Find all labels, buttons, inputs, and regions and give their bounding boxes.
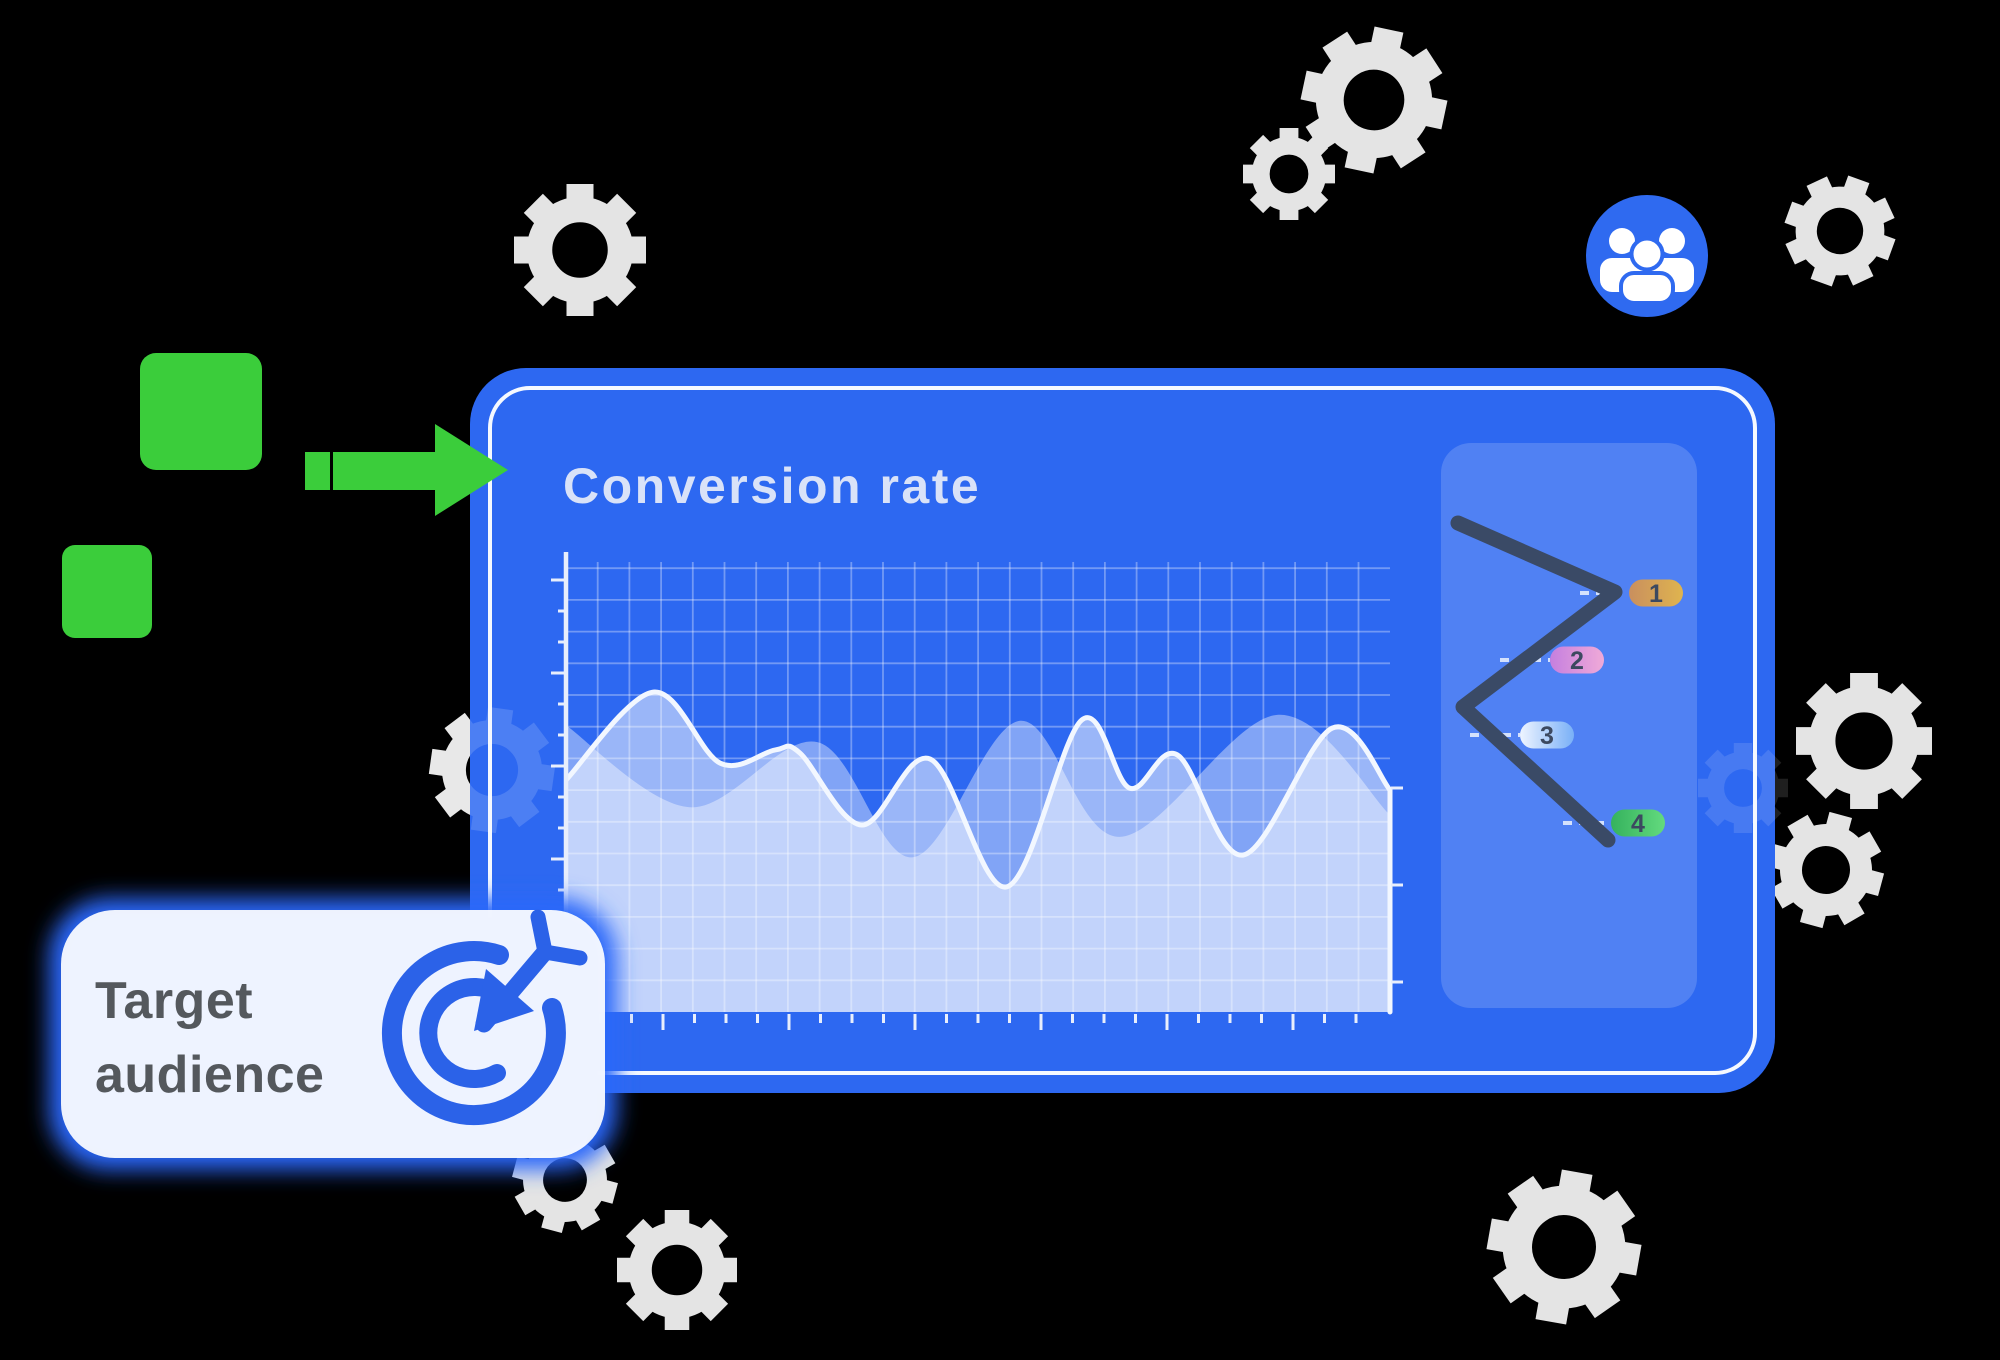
green-decorations (62, 353, 508, 638)
funnel-zigzag-line (1450, 515, 1623, 848)
gear-icon (514, 184, 646, 316)
funnel-step-number: 2 (1570, 647, 1584, 675)
watermark-gear-icon (1698, 743, 1788, 833)
funnel-step-badge: 4 (1611, 809, 1665, 838)
card-title: Conversion rate (563, 458, 981, 514)
target-card-line2: audience (95, 1046, 324, 1104)
target-card-line1: Target (95, 972, 253, 1030)
dashboard-card-inner-border (488, 386, 1757, 1075)
funnel-zigzag-group: 1 2 3 4 (1450, 515, 1683, 848)
gear-icon (1486, 1169, 1642, 1325)
funnel-step-badge: 1 (1629, 579, 1683, 608)
gear-icon (1784, 175, 1896, 287)
gear-icon (616, 1209, 738, 1331)
gear-icon (1767, 811, 1885, 929)
funnel-step-badge: 2 (1550, 646, 1604, 675)
dashboard-card: Conversion rate 1 2 3 4 (428, 368, 1788, 1093)
green-square (62, 545, 152, 638)
green-arrow-icon (305, 424, 508, 516)
funnel-step-number: 1 (1649, 580, 1663, 608)
gear-icon (1243, 128, 1335, 220)
background-gears (428, 26, 1932, 1331)
front-area-series (566, 692, 1390, 1012)
gear-icon (1796, 673, 1932, 809)
target-audience-card: Target audience (49, 898, 617, 1170)
green-square (140, 353, 262, 470)
funnel-step-number: 4 (1631, 810, 1645, 838)
target-card-body (61, 910, 605, 1158)
watermark-gear-icon (428, 706, 556, 834)
target-dart-icon (382, 909, 588, 1125)
conversion-area-chart (551, 552, 1403, 1030)
dart-head (474, 969, 534, 1031)
users-group-icon (1600, 228, 1694, 305)
users-badge (1586, 195, 1708, 317)
funnel-step-badge: 3 (1520, 721, 1574, 750)
funnel-step-number: 3 (1540, 722, 1554, 750)
front-series-line (566, 689, 1393, 1015)
watermark-gears (428, 706, 1788, 834)
chart-areas (566, 689, 1393, 1015)
gear-icon (1300, 26, 1448, 174)
